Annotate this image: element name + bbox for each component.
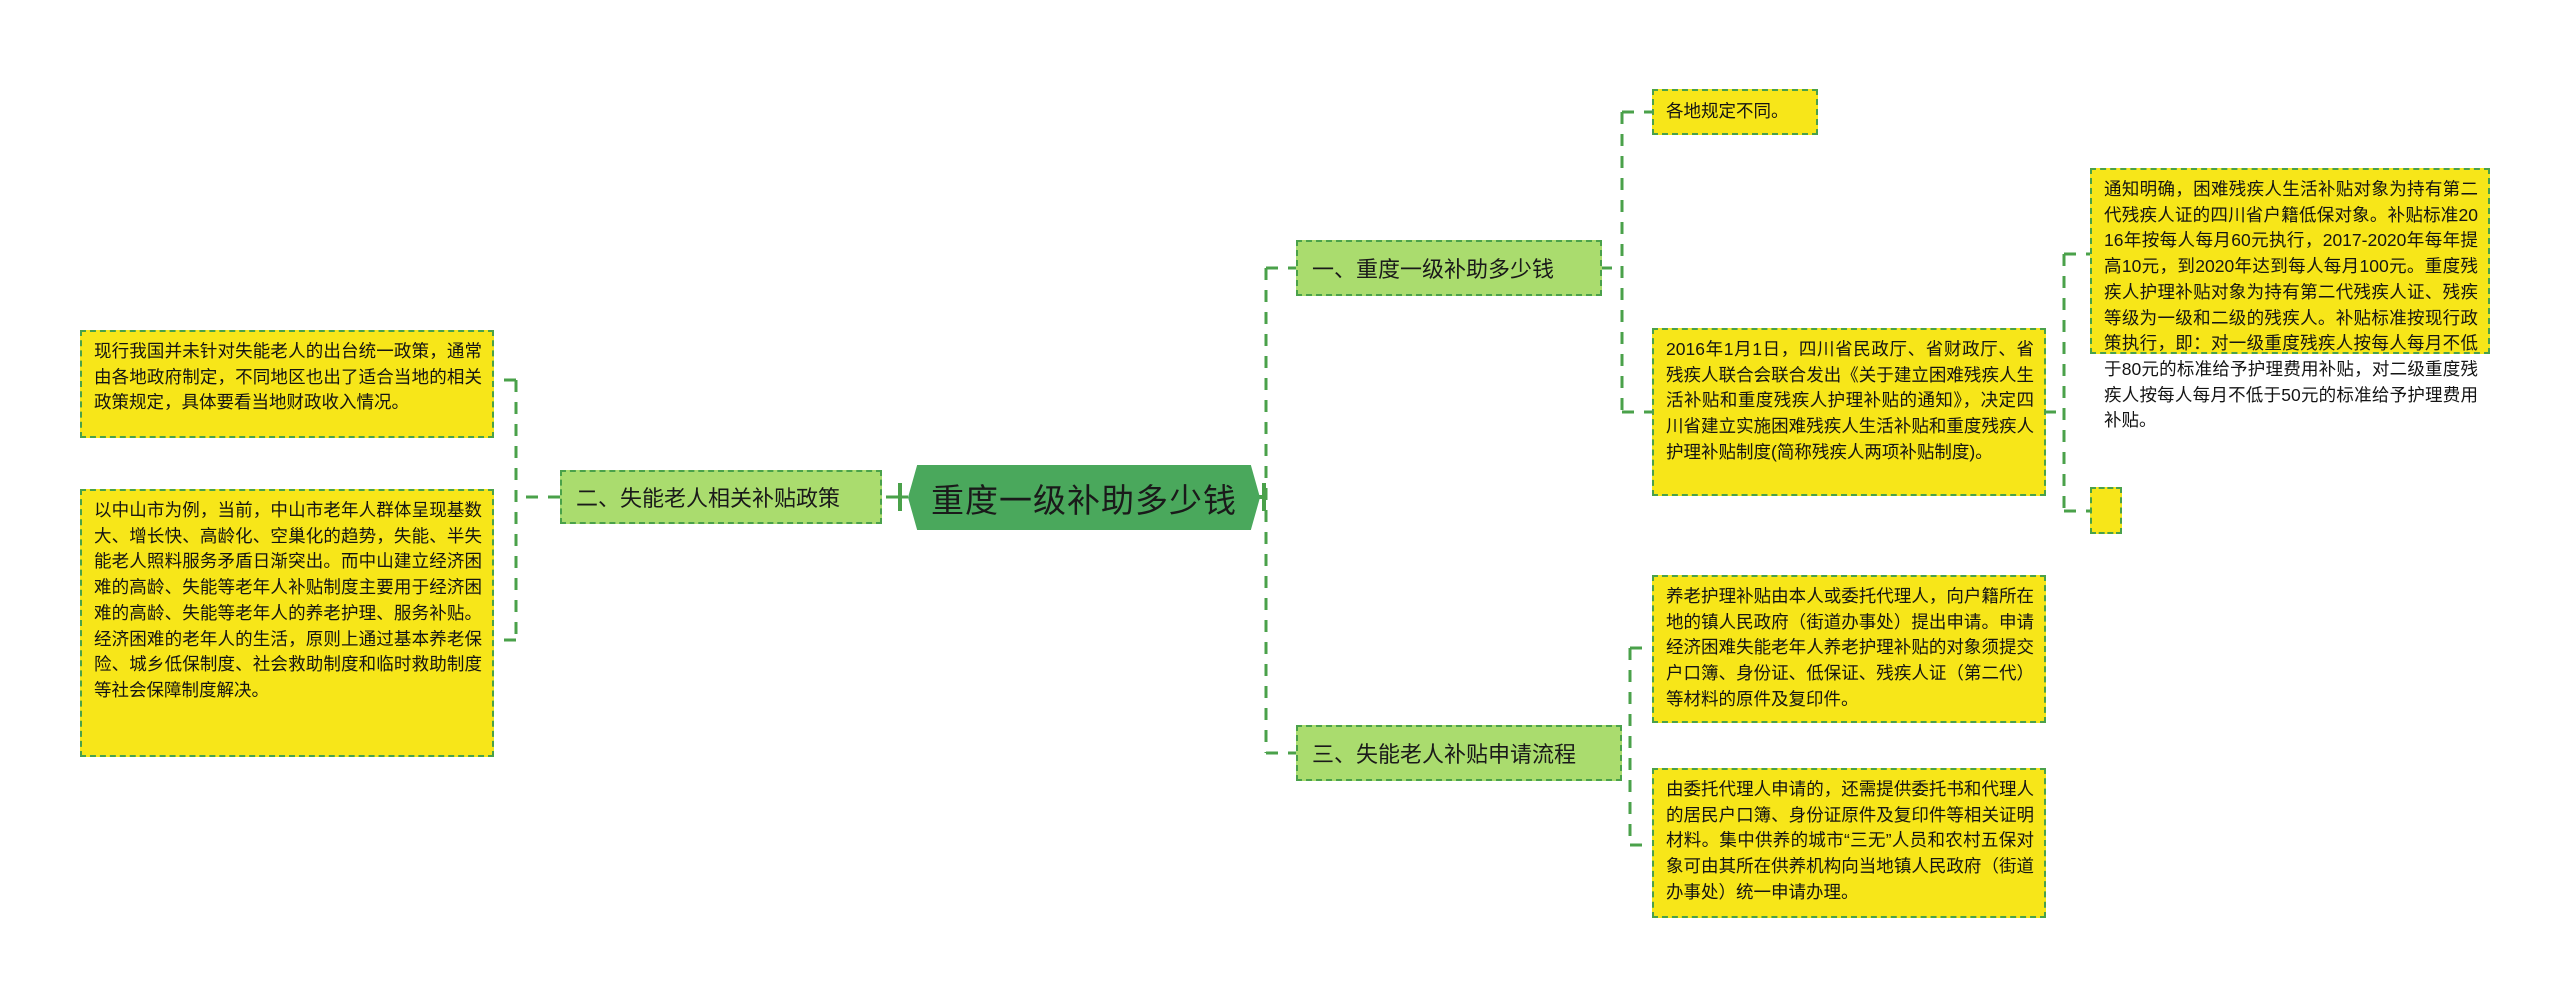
- note-standards-detail[interactable]: 通知明确，困难残疾人生活补贴对象为持有第二代残疾人证的四川省户籍低保对象。补贴标…: [2090, 168, 2490, 430]
- root-node-label: 重度一级补助多少钱: [931, 481, 1237, 519]
- note-agent-materials-text: 由委托代理人申请的，还需提供委托书和代理人的居民户口簿、身份证原件及复印件等相关…: [1666, 779, 2034, 902]
- note-zhongshan-example-text: 以中山市为例，当前，中山市老年人群体呈现基数大、增长快、高龄化、空巢化的趋势，失…: [94, 500, 482, 701]
- root-node[interactable]: 重度一级补助多少钱: [908, 465, 1260, 530]
- note-blank[interactable]: [2090, 487, 2122, 534]
- note-local-rules-text: 各地规定不同。: [1666, 101, 1789, 122]
- note-apply-process-text: 养老护理补贴由本人或委托代理人，向户籍所在地的镇人民政府（街道办事处）提出申请。…: [1666, 586, 2034, 709]
- branch-node-2-label: 二、失能老人相关补贴政策: [576, 486, 841, 511]
- branch-node-2[interactable]: 二、失能老人相关补贴政策: [560, 470, 882, 524]
- note-no-unified-policy-text: 现行我国并未针对失能老人的出台统一政策，通常由各地政府制定，不同地区也出了适合当…: [94, 341, 482, 413]
- note-local-rules[interactable]: 各地规定不同。: [1652, 89, 1818, 135]
- branch-node-3-label: 三、失能老人补贴申请流程: [1312, 742, 1577, 767]
- note-standards-detail-text: 通知明确，困难残疾人生活补贴对象为持有第二代残疾人证的四川省户籍低保对象。补贴标…: [2104, 179, 2478, 431]
- branch-node-1[interactable]: 一、重度一级补助多少钱: [1296, 240, 1602, 296]
- note-sichuan-2016-text: 2016年1月1日，四川省民政厅、省财政厅、省残疾人联合会联合发出《关于建立困难…: [1666, 339, 2034, 462]
- note-zhongshan-example[interactable]: 以中山市为例，当前，中山市老年人群体呈现基数大、增长快、高龄化、空巢化的趋势，失…: [80, 489, 494, 757]
- note-sichuan-2016[interactable]: 2016年1月1日，四川省民政厅、省财政厅、省残疾人联合会联合发出《关于建立困难…: [1652, 328, 2046, 496]
- branch-node-1-label: 一、重度一级补助多少钱: [1312, 257, 1555, 282]
- note-agent-materials[interactable]: 由委托代理人申请的，还需提供委托书和代理人的居民户口簿、身份证原件及复印件等相关…: [1652, 768, 2046, 918]
- branch-node-3[interactable]: 三、失能老人补贴申请流程: [1296, 725, 1622, 781]
- note-apply-process[interactable]: 养老护理补贴由本人或委托代理人，向户籍所在地的镇人民政府（街道办事处）提出申请。…: [1652, 575, 2046, 723]
- note-no-unified-policy[interactable]: 现行我国并未针对失能老人的出台统一政策，通常由各地政府制定，不同地区也出了适合当…: [80, 330, 494, 438]
